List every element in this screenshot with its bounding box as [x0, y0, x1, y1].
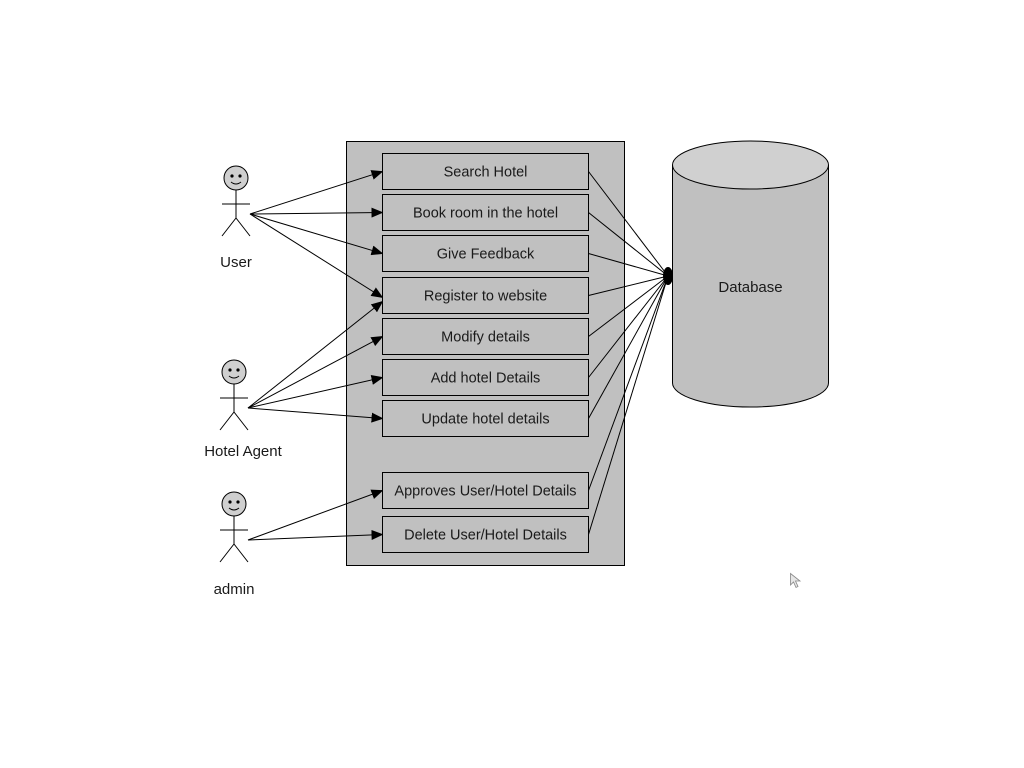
use-case-register: Register to website — [382, 277, 589, 314]
database-label: Database — [718, 279, 782, 296]
use-case-label: Modify details — [441, 330, 530, 346]
association-user-book-room — [249, 207, 384, 218]
use-case-approves: Approves User/Hotel Details — [382, 472, 589, 509]
stick-figure-icon — [221, 165, 251, 237]
db-link-give-feedback — [588, 253, 669, 277]
db-link-register — [588, 275, 669, 296]
use-case-add-hotel: Add hotel Details — [382, 359, 589, 396]
use-case-label: Approves User/Hotel Details — [394, 484, 576, 500]
use-case-give-feedback: Give Feedback — [382, 235, 589, 272]
actor-label: Hotel Agent — [204, 443, 282, 460]
association-admin-approves — [247, 489, 384, 541]
use-case-box — [382, 153, 589, 190]
use-case-label: Update hotel details — [421, 412, 549, 428]
database-cylinder: Database — [672, 140, 829, 408]
stick-figure-icon — [219, 491, 249, 563]
actor-user: User — [220, 165, 252, 271]
use-case-box — [382, 472, 589, 509]
use-case-label: Delete User/Hotel Details — [404, 528, 567, 544]
use-case-box — [382, 318, 589, 355]
association-hotel-agent-register — [247, 300, 384, 409]
actor-label: User — [220, 254, 252, 271]
database-connection-point — [663, 267, 673, 285]
use-case-box — [382, 400, 589, 437]
use-case-delete: Delete User/Hotel Details — [382, 516, 589, 553]
use-case-box — [382, 194, 589, 231]
association-hotel-agent-update-hotel — [247, 407, 384, 423]
use-case-box — [382, 516, 589, 553]
db-link-update-hotel — [588, 275, 669, 419]
association-user-register — [249, 213, 384, 299]
use-case-box — [382, 277, 589, 314]
association-hotel-agent-add-hotel — [247, 375, 384, 409]
cursor-icon — [790, 572, 802, 589]
use-case-label: Register to website — [424, 289, 547, 305]
actor-hotel-agent: Hotel Agent — [204, 359, 283, 460]
db-link-approves — [588, 275, 669, 491]
use-case-label: Search Hotel — [444, 165, 528, 181]
db-link-delete — [588, 275, 669, 535]
association-user-give-feedback — [249, 213, 384, 256]
actor-admin: admin — [214, 491, 255, 598]
db-link-search-hotel — [588, 171, 669, 277]
use-case-label: Add hotel Details — [431, 371, 541, 387]
use-case-book-room: Book room in the hotel — [382, 194, 589, 231]
association-user-search-hotel — [249, 170, 384, 215]
use-case-label: Book room in the hotel — [413, 206, 558, 222]
use-case-box — [382, 359, 589, 396]
connector-lines — [247, 170, 669, 541]
use-case-modify-details: Modify details — [382, 318, 589, 355]
db-link-modify-details — [588, 275, 669, 337]
association-hotel-agent-modify-details — [247, 336, 384, 409]
stick-figure-icon — [219, 359, 249, 431]
use-case-update-hotel: Update hotel details — [382, 400, 589, 437]
association-admin-delete — [247, 529, 384, 541]
db-link-add-hotel — [588, 275, 669, 378]
use-case-label: Give Feedback — [437, 247, 535, 263]
use-case-search-hotel: Search Hotel — [382, 153, 589, 190]
use-case-box — [382, 235, 589, 272]
actor-label: admin — [214, 581, 255, 598]
db-link-book-room — [588, 212, 669, 277]
